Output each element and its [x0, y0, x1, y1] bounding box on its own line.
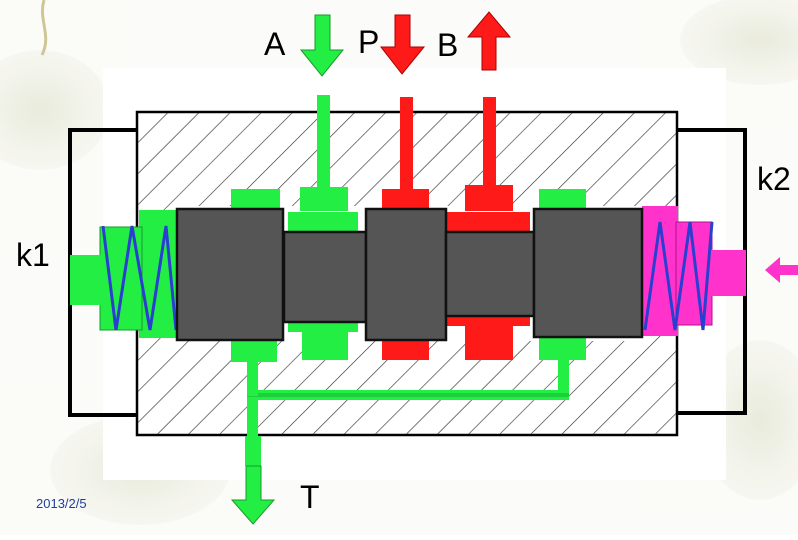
port-p-label: P — [358, 24, 379, 60]
port-t-channel — [245, 436, 261, 466]
chamber-bottom-b — [465, 323, 513, 360]
arrow-p-in — [379, 14, 426, 75]
spring-k1-label: k1 — [16, 237, 50, 273]
left-spring — [101, 225, 178, 331]
annulus-b-top — [447, 212, 530, 232]
annulus-b-bottom — [447, 316, 530, 326]
annulus-a-top — [288, 212, 358, 232]
arrow-a-in — [299, 14, 345, 77]
left-pilot-port — [70, 255, 102, 305]
chamber-top-right — [539, 189, 586, 211]
port-t-label: T — [300, 479, 320, 515]
spool-neck-b — [444, 230, 536, 318]
spring-k2-label: k2 — [757, 161, 791, 197]
arrow-b-out — [466, 11, 512, 71]
chamber-top-p — [382, 189, 429, 211]
port-a-channel — [317, 95, 330, 190]
spool-land-left — [175, 207, 285, 342]
right-pilot-port — [710, 250, 746, 296]
chamber-top-left — [231, 189, 280, 211]
port-a-label: A — [264, 26, 286, 62]
arrow-t-out — [230, 465, 276, 525]
right-spring — [643, 221, 714, 331]
port-p-channel — [400, 97, 413, 192]
chamber-bottom-left — [231, 338, 277, 362]
spool-neck-a — [282, 230, 368, 324]
chamber-top-a — [300, 187, 348, 211]
chamber-bottom-a — [302, 330, 348, 360]
spool-land-right — [532, 207, 644, 339]
annulus-a-bottom — [288, 322, 358, 332]
port-b-label: B — [437, 27, 458, 63]
chamber-bottom-p — [382, 338, 429, 360]
chamber-top-b — [465, 185, 513, 211]
chamber-bottom-right — [539, 338, 586, 360]
port-b-channel — [483, 97, 496, 187]
slide-date: 2013/2/5 — [36, 496, 87, 511]
tank-return-passage — [247, 358, 569, 458]
spool-land-middle — [364, 207, 448, 342]
spool — [175, 207, 644, 342]
arrow-pilot-right — [765, 257, 798, 283]
